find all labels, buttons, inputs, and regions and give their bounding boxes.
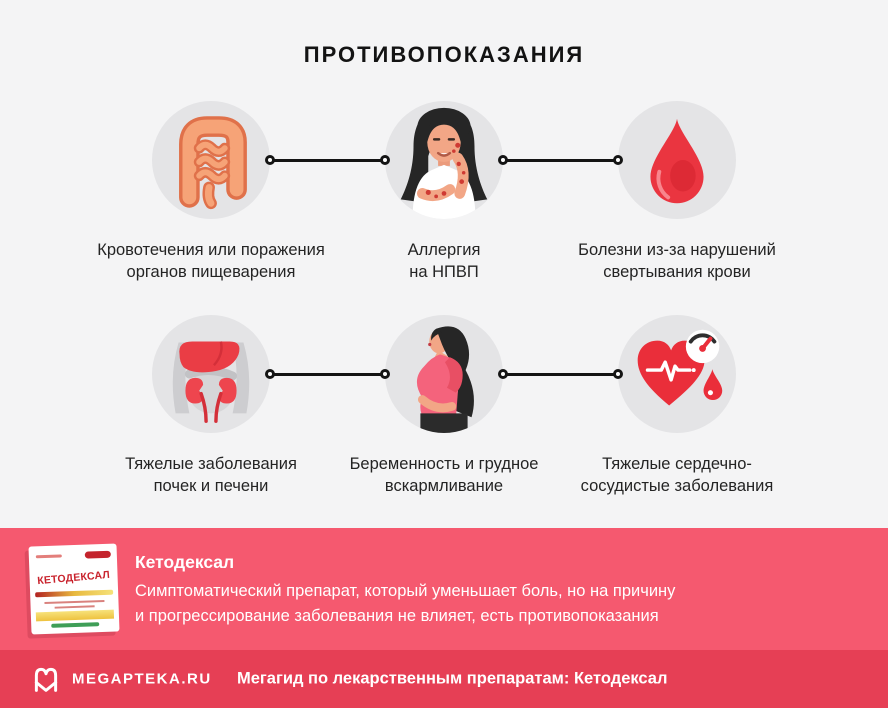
connector-line [498,369,623,379]
connector-node-icon [265,369,275,379]
pregnant-woman-icon [385,315,503,433]
contraindication-label: Тяжелые заболевания почек и печени [125,455,297,495]
package-yellow-band [35,609,115,622]
contraindication-label: Беременность и грудное вскармливание [349,455,539,495]
footer-brand: MEGAPTEKA.RU [72,670,212,688]
footer: MEGAPTEKA.RU Мегагид по лекарственным пр… [0,650,888,708]
connector-line [498,155,623,165]
connector-node-icon [380,369,390,379]
package-text-bar [44,599,105,605]
blood-drop-icon [618,101,736,219]
package-brand-text: КЕТОДЕКСАЛ [36,568,111,588]
contraindication-item-bleeding: Кровотечения или поражения органов пищев… [81,101,341,283]
contraindication-label: Болезни из-за нарушений свертывания кров… [578,241,776,281]
connector-node-icon [380,155,390,165]
contraindication-item-cardiovascular: Тяжелые сердечно- сосудистые заболевания [547,315,807,497]
contraindication-item-pregnancy: Беременность и грудное вскармливание [314,315,574,497]
page-title: ПРОТИВОПОКАЗАНИЯ [303,42,585,67]
megapteka-logo-icon [34,667,58,692]
connector-line [265,155,390,165]
package-text-bar [54,605,95,609]
connector-node-icon [265,155,275,165]
contraindication-item-allergy: Аллергия на НПВП [314,101,574,283]
package-small-text-bar [35,554,62,559]
connector-node-icon [613,155,623,165]
contraindication-item-kidney-liver: Тяжелые заболевания почек и печени [81,315,341,497]
package-logo-pill [84,550,111,559]
heart-gauge-icon [618,315,736,433]
product-description: Симптоматический препарат, который умень… [135,582,676,625]
intestines-icon [152,101,270,219]
connector-node-icon [498,369,508,379]
contraindication-item-clotting: Болезни из-за нарушений свертывания кров… [547,101,807,283]
connector-line [265,369,390,379]
contraindication-label: Тяжелые сердечно- сосудистые заболевания [580,455,774,495]
allergy-woman-icon [385,101,503,219]
liver-kidneys-icon [152,315,270,433]
contraindication-label: Аллергия на НПВП [407,241,481,281]
connector-node-icon [613,369,623,379]
contraindication-label: Кровотечения или поражения органов пищев… [97,241,325,281]
product-banner: КЕТОДЕКСАЛ Кетодексал Симптоматический п… [0,528,888,650]
package-green-text-bar [51,622,100,628]
footer-caption: Мегагид по лекарственным препаратам: Кет… [237,669,668,688]
product-package-image: КЕТОДЕКСАЛ [28,543,120,635]
package-stripe [35,589,114,598]
connector-node-icon [498,155,508,165]
product-name: Кетодексал [135,552,235,572]
